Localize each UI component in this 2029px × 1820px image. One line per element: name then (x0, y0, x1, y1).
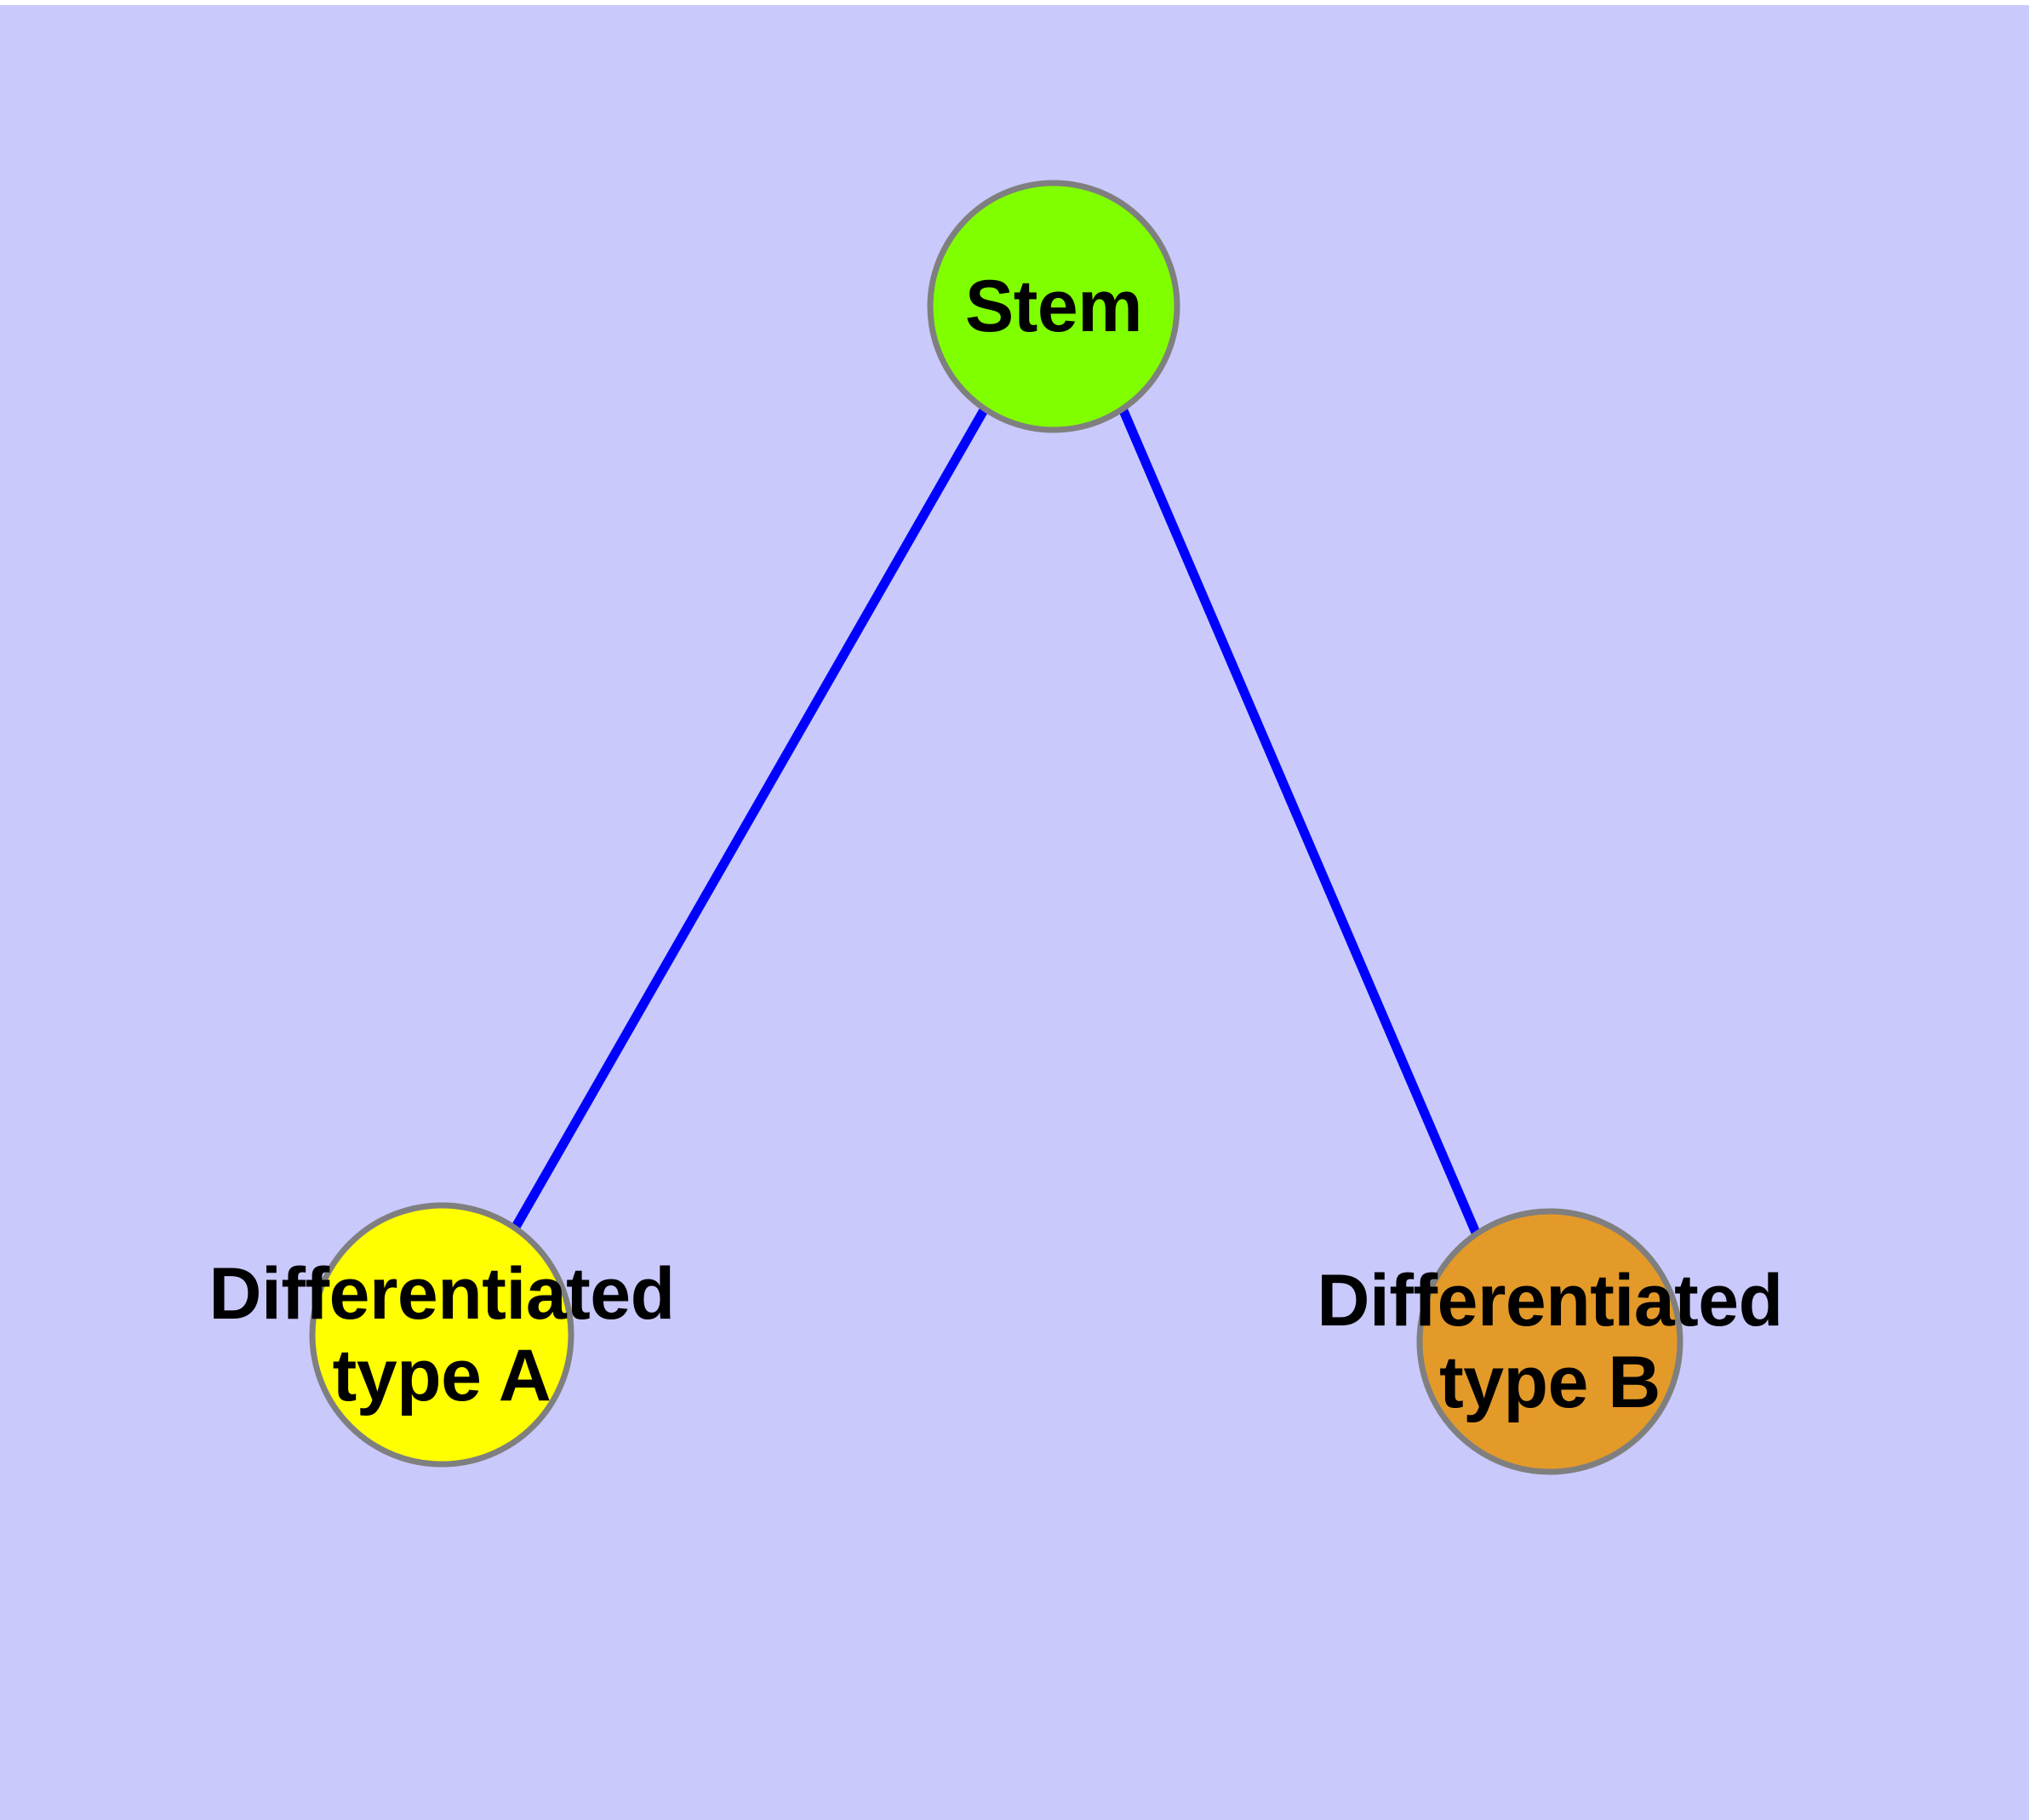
edges-layer (511, 406, 1481, 1235)
node-differentiated-type-b[interactable] (1416, 1208, 1683, 1475)
edge-stem-to-differentiated-type-a[interactable] (511, 406, 989, 1231)
nodes-layer (309, 180, 1683, 1475)
edge-stem-to-differentiated-type-b[interactable] (1117, 406, 1481, 1235)
top-edge-strip (0, 0, 2029, 5)
node-differentiated-type-a[interactable] (309, 1202, 574, 1468)
node-stem[interactable] (927, 180, 1180, 433)
